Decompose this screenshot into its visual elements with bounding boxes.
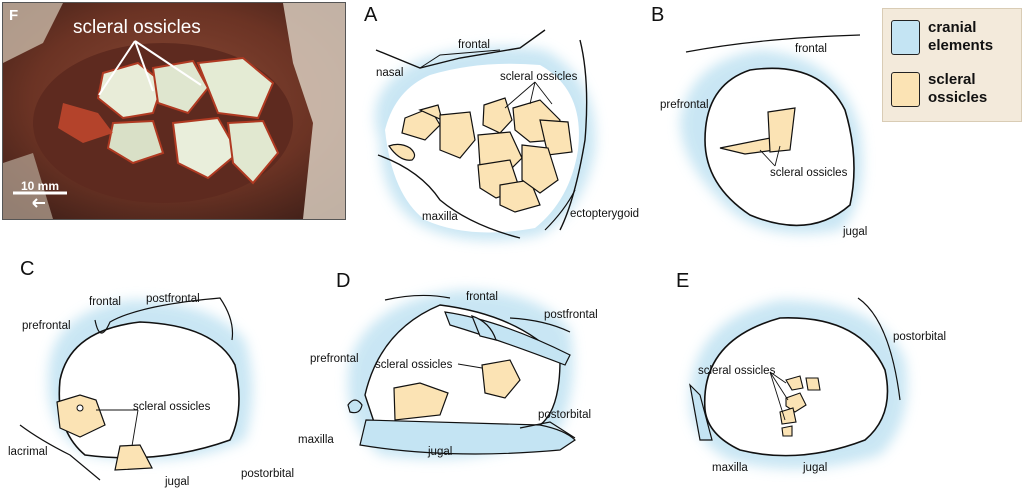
- label-a-nasal: nasal: [376, 67, 404, 79]
- label-c-frontal: frontal: [89, 296, 121, 308]
- label-c-jugal: jugal: [164, 476, 189, 488]
- label-b-scleral: scleral ossicles: [770, 167, 848, 179]
- panel-letter-f: F: [9, 7, 19, 24]
- legend-item-cranial: cranial elements: [891, 19, 993, 55]
- legend-cranial-line2: elements: [928, 37, 994, 54]
- panel-letter-b: B: [651, 4, 665, 26]
- legend: cranial elements scleral ossicles: [882, 8, 1022, 122]
- label-c-postfrontal: postfrontal: [146, 293, 200, 305]
- label-e-jugal: jugal: [802, 462, 827, 474]
- panel-letter-c: C: [20, 258, 35, 280]
- legend-swatch-cranial: [891, 19, 920, 55]
- label-e-postorbital: postorbital: [893, 331, 946, 343]
- label-b-jugal: jugal: [842, 226, 867, 238]
- panel-c-drawing: [19, 297, 253, 481]
- label-b-frontal: frontal: [795, 43, 827, 55]
- label-d-jugal: jugal: [427, 446, 452, 458]
- label-a-ectopterygoid: ectopterygoid: [570, 208, 639, 220]
- label-a-scleral: scleral ossicles: [500, 71, 578, 83]
- label-c-lacrimal: lacrimal: [8, 446, 48, 458]
- label-d-scleral: scleral ossicles: [375, 359, 453, 371]
- label-d-postfrontal: postfrontal: [544, 309, 598, 321]
- panel-b-drawing: [680, 34, 863, 234]
- photo-caption: scleral ossicles: [73, 17, 201, 38]
- legend-cranial-line1: cranial: [928, 19, 977, 36]
- label-d-maxilla: maxilla: [298, 434, 334, 446]
- label-b-prefrontal: prefrontal: [660, 99, 709, 111]
- panel-a-drawing: [375, 29, 596, 241]
- legend-label-scleral: scleral ossicles: [928, 71, 987, 107]
- panel-letter-a: A: [364, 4, 378, 26]
- scale-bar-label: 10 mm: [21, 179, 60, 193]
- label-c-postorbital: postorbital: [241, 468, 294, 480]
- label-c-scleral: scleral ossicles: [133, 401, 211, 413]
- legend-label-cranial: cranial elements: [928, 19, 993, 55]
- label-d-frontal: frontal: [466, 291, 498, 303]
- panel-d-drawing: [347, 290, 576, 460]
- legend-scleral-line2: ossicles: [928, 89, 988, 106]
- photo-panel-f: F scleral ossicles 10 mm: [2, 2, 346, 220]
- label-a-maxilla: maxilla: [422, 211, 458, 223]
- label-e-scleral: scleral ossicles: [698, 365, 776, 377]
- panel-e-drawing: [689, 297, 908, 469]
- panel-letter-e: E: [676, 270, 690, 292]
- label-e-maxilla: maxilla: [712, 462, 748, 474]
- label-d-prefrontal: prefrontal: [310, 353, 359, 365]
- label-d-postorbital: postorbital: [538, 409, 591, 421]
- label-c-prefrontal: prefrontal: [22, 320, 71, 332]
- panel-letter-d: D: [336, 270, 351, 292]
- legend-scleral-line1: scleral: [928, 71, 976, 88]
- legend-item-scleral: scleral ossicles: [891, 71, 987, 107]
- legend-swatch-scleral: [891, 71, 920, 107]
- photo-illustration: [3, 3, 345, 219]
- label-a-frontal: frontal: [458, 39, 490, 51]
